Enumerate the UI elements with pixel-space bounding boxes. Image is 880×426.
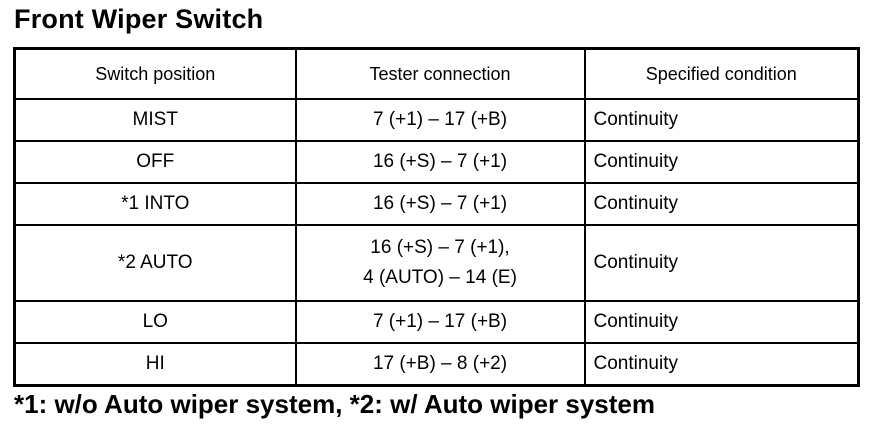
table-row: *2 AUTO 16 (+S) – 7 (+1), 4 (AUTO) – 14 … (13, 224, 860, 302)
switch-position-cell: MIST (13, 98, 297, 142)
tester-connection-cell: 16 (+S) – 7 (+1) (294, 140, 586, 184)
table-row: *1 INTO 16 (+S) – 7 (+1) Continuity (13, 182, 860, 226)
column-header-specified-condition: Specified condition (583, 47, 860, 100)
table-row: HI 17 (+B) – 8 (+2) Continuity (13, 342, 860, 387)
tester-connection-text: 7 (+1) – 17 (+B) (372, 311, 508, 332)
specified-condition-cell: Continuity (583, 224, 860, 302)
footnote: *1: w/o Auto wiper system, *2: w/ Auto w… (14, 389, 655, 419)
tester-connection-text: 4 (AUTO) – 14 (E) (363, 267, 517, 288)
tester-connection-text: 16 (+S) – 7 (+1), (370, 237, 510, 258)
tester-connection-cell: 7 (+1) – 17 (+B) (294, 98, 586, 142)
table-row: MIST 7 (+1) – 17 (+B) Continuity (13, 98, 860, 142)
tester-connection-cell: 17 (+B) – 8 (+2) (294, 342, 586, 387)
tester-connection-cell: 16 (+S) – 7 (+1), 4 (AUTO) – 14 (E) (294, 224, 586, 302)
table-header-row: Switch position Tester connection Specif… (13, 47, 860, 100)
tester-connection-text: 16 (+S) – 7 (+1) (372, 151, 508, 172)
tester-connection-text: 7 (+1) – 17 (+B) (372, 109, 508, 130)
specified-condition-cell: Continuity (583, 342, 860, 387)
column-header-tester-connection: Tester connection (294, 47, 586, 100)
tester-connection-cell: 16 (+S) – 7 (+1) (294, 182, 586, 226)
switch-position-cell: LO (13, 300, 297, 344)
switch-position-cell: OFF (13, 140, 297, 184)
specified-condition-cell: Continuity (583, 182, 860, 226)
switch-position-cell: *2 AUTO (13, 224, 297, 302)
specified-condition-cell: Continuity (583, 300, 860, 344)
tester-connection-cell: 7 (+1) – 17 (+B) (294, 300, 586, 344)
specified-condition-cell: Continuity (583, 98, 860, 142)
specification-table: Switch position Tester connection Specif… (13, 47, 860, 387)
column-header-switch-position: Switch position (13, 47, 297, 100)
table-row: LO 7 (+1) – 17 (+B) Continuity (13, 300, 860, 344)
switch-position-cell: HI (13, 342, 297, 387)
tester-connection-text: 16 (+S) – 7 (+1) (372, 193, 508, 214)
specified-condition-cell: Continuity (583, 140, 860, 184)
switch-position-cell: *1 INTO (13, 182, 297, 226)
page-title: Front Wiper Switch (14, 4, 264, 34)
tester-connection-text: 17 (+B) – 8 (+2) (372, 353, 508, 374)
table-row: OFF 16 (+S) – 7 (+1) Continuity (13, 140, 860, 184)
